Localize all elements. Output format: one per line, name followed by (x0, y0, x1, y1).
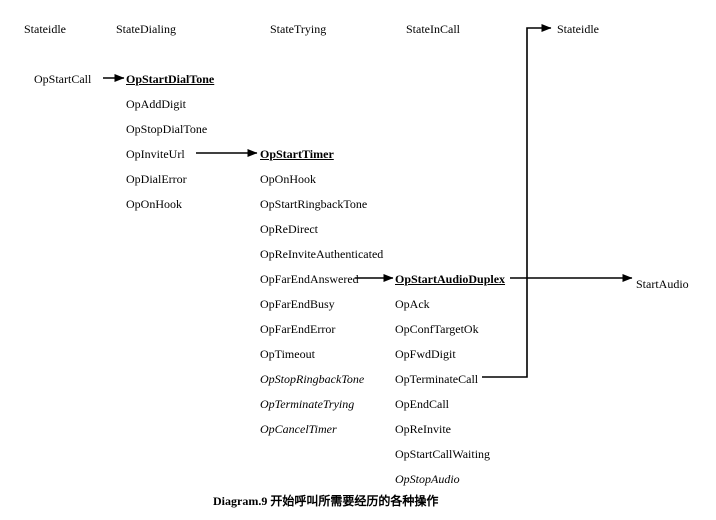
operation-op-start-audio-duplex: OpStartAudioDuplex (395, 272, 506, 286)
operation-op-far-end-busy: OpFarEndBusy (260, 297, 335, 311)
operation-op-start-timer: OpStartTimer (260, 147, 334, 161)
column-header-stateincall: StateInCall (406, 22, 460, 36)
operation-op-terminate-trying: OpTerminateTrying (260, 397, 355, 411)
operation-op-re-direct: OpReDirect (260, 222, 318, 236)
operation-op-timeout: OpTimeout (260, 347, 315, 361)
operation-op-on-hook-dialing: OpOnHook (126, 197, 182, 211)
operation-op-start-ringback-tone: OpStartRingbackTone (260, 197, 368, 211)
operation-op-ack: OpAck (395, 297, 430, 311)
column-header-statetrying: StateTrying (270, 22, 327, 36)
operation-op-dial-error: OpDialError (126, 172, 187, 186)
diagram-caption: Diagram.9 开始呼叫所需要经历的各种操作 (213, 494, 439, 508)
terminal-stateidle-return: Stateidle (557, 22, 599, 36)
operation-op-start-dial-tone: OpStartDialTone (126, 72, 215, 86)
operation-op-re-invite: OpReInvite (395, 422, 451, 436)
operation-op-add-digit: OpAddDigit (126, 97, 186, 111)
terminal-start-audio: StartAudio (636, 277, 689, 291)
operation-op-far-end-error: OpFarEndError (260, 322, 336, 336)
operation-op-start-call-waiting: OpStartCallWaiting (395, 447, 491, 461)
column-header-statedialing: StateDialing (116, 22, 176, 36)
operation-op-terminate-call: OpTerminateCall (395, 372, 479, 386)
operation-op-fwd-digit: OpFwdDigit (395, 347, 456, 361)
operation-op-stop-dial-tone: OpStopDialTone (126, 122, 208, 136)
column-header-stateidle: Stateidle (24, 22, 66, 36)
operation-op-start-call: OpStartCall (34, 72, 92, 86)
operation-op-end-call: OpEndCall (395, 397, 449, 411)
arrow-terminate-call-to-stateidle (482, 24, 552, 378)
operation-op-far-end-answered: OpFarEndAnswered (260, 272, 359, 286)
operation-op-invite-url: OpInviteUrl (126, 147, 185, 161)
operation-op-stop-ringback-tone: OpStopRingbackTone (260, 372, 365, 386)
operation-op-stop-audio: OpStopAudio (395, 472, 460, 486)
operation-op-re-invite-authenticated: OpReInviteAuthenticated (260, 247, 384, 261)
operation-op-cancel-timer: OpCancelTimer (260, 422, 337, 436)
operation-op-conf-target-ok: OpConfTargetOk (395, 322, 479, 336)
operation-op-on-hook-trying: OpOnHook (260, 172, 316, 186)
